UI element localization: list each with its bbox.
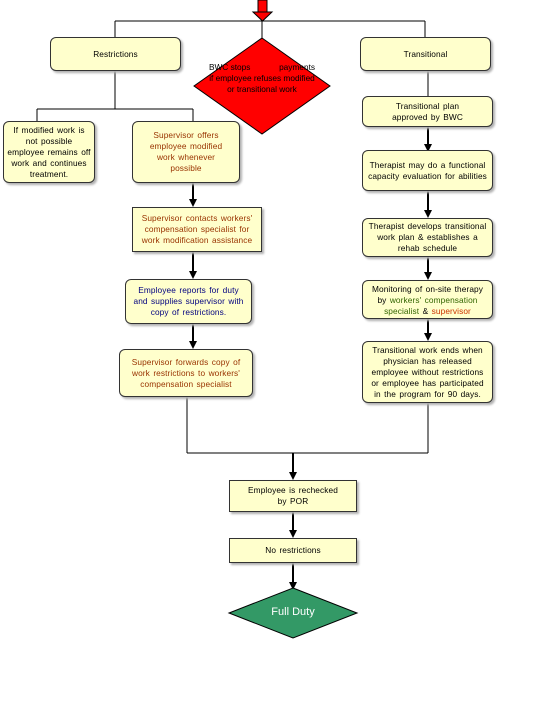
transitional-ends-box: Transitional work ends when physician ha… bbox=[362, 341, 493, 403]
modified-not-possible-box: If modified work is not possible employe… bbox=[3, 121, 95, 183]
supervisor-forwards-text: Supervisor forwards copy of work restric… bbox=[131, 356, 241, 389]
rechecked-box: Employee is rechecked by POR bbox=[229, 480, 357, 512]
monitoring-text-4: supervisor bbox=[431, 306, 471, 316]
restrictions-label: Restrictions bbox=[93, 48, 138, 59]
supervisor-offers-box: Supervisor offers employee modified work… bbox=[132, 121, 240, 183]
supervisor-contacts-box: Supervisor contacts workers' compensatio… bbox=[132, 207, 262, 252]
monitoring-text-1: Monitoring of on-site therapy by bbox=[371, 284, 484, 305]
no-restrictions-text: No restrictions bbox=[265, 545, 321, 555]
transitional-label: Transitional bbox=[403, 48, 448, 59]
plan-approved-text: Transitional plan approved by BWC bbox=[392, 100, 463, 122]
modified-not-possible-text: If modified work is not possible employe… bbox=[7, 124, 91, 179]
monitoring-box: Monitoring of on-site therapy by workers… bbox=[362, 280, 493, 319]
functional-eval-text: Therapist may do a functional capacity e… bbox=[368, 159, 487, 181]
transitional-box: Transitional bbox=[360, 37, 491, 71]
full-duty-label: Full Duty bbox=[271, 606, 315, 618]
therapist-develops-text: Therapist develops transitional work pla… bbox=[368, 221, 487, 253]
restrictions-box: Restrictions bbox=[50, 37, 181, 71]
monitoring-text-3: & bbox=[422, 306, 429, 316]
therapist-develops-box: Therapist develops transitional work pla… bbox=[362, 218, 493, 257]
supervisor-contacts-text: Supervisor contacts workers' compensatio… bbox=[141, 213, 253, 245]
employee-reports-text: Employee reports for duty and supplies s… bbox=[133, 285, 244, 317]
supervisor-forwards-box: Supervisor forwards copy of work restric… bbox=[119, 349, 253, 397]
transitional-ends-text: Transitional work ends when physician ha… bbox=[371, 344, 484, 399]
monitoring-text-2: workers' compensation specialist bbox=[384, 295, 478, 316]
plan-approved-box: Transitional plan approved by BWC bbox=[362, 96, 493, 127]
full-duty-diamond bbox=[227, 587, 359, 639]
employee-reports-box: Employee reports for duty and supplies s… bbox=[125, 279, 252, 324]
no-restrictions-box: No restrictions bbox=[229, 538, 357, 563]
start-arrow bbox=[251, 0, 274, 22]
bwc-stops-diamond bbox=[193, 37, 331, 135]
bwc-stops-label: BWC stops payments if employee refuses m… bbox=[208, 62, 316, 94]
functional-eval-box: Therapist may do a functional capacity e… bbox=[362, 150, 493, 191]
rechecked-text: Employee is rechecked by POR bbox=[248, 485, 338, 506]
supervisor-offers-text: Supervisor offers employee modified work… bbox=[149, 130, 223, 173]
